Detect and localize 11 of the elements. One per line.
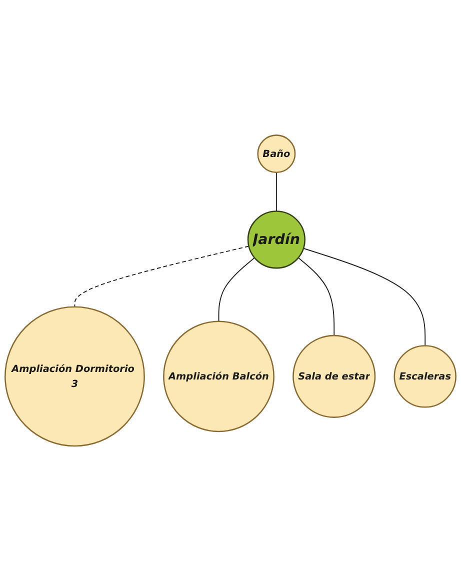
connector [218,257,256,322]
node-circle: Ampliación Balcón [163,320,274,432]
node-circle: Ampliación Dormitorio 3 [4,306,145,447]
connector [276,172,277,212]
connector [74,246,250,308]
node-circle: Jardín [247,210,306,269]
node-circle: Baño [257,134,296,173]
connector [303,248,426,346]
connector [298,257,335,336]
node-circle: Escaleras [394,344,456,408]
node-circle: Sala de estar [292,334,376,418]
